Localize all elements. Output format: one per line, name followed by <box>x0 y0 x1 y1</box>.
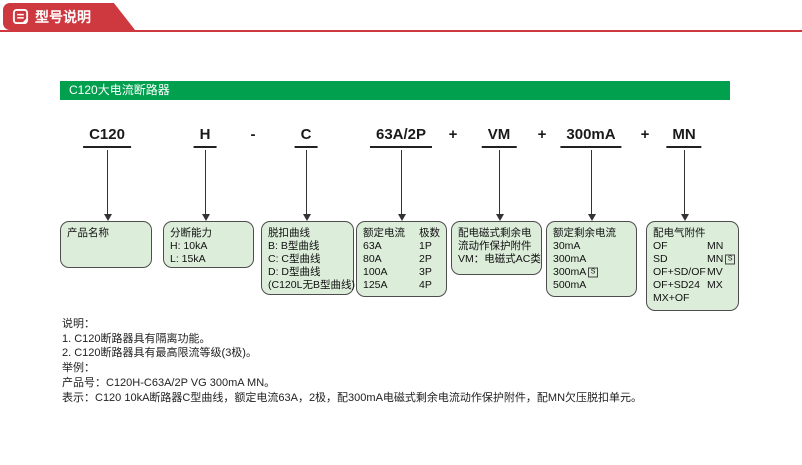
model-code-part-product: C120 <box>83 126 131 148</box>
down-arrow-breaking <box>201 150 210 221</box>
accessory-right: MX <box>707 279 723 292</box>
accessory-row: MX+OF <box>653 292 733 305</box>
section-header-tab: 型号说明 <box>3 3 135 30</box>
residual-value: 500mA <box>553 279 587 291</box>
accessory-right: MN <box>707 240 723 253</box>
accessory-row: OF MN <box>653 240 733 253</box>
legend-item: H: 10kA <box>170 240 208 252</box>
cell-poles: 4P <box>419 279 432 291</box>
cell-poles: 2P <box>419 253 432 265</box>
section-header-label: 型号说明 <box>35 8 91 25</box>
col-title-poles: 极数 <box>419 227 440 239</box>
legend-item: C: C型曲线 <box>268 253 321 265</box>
legend-item: 300mA <box>553 253 631 266</box>
legend-title-line: 流动作保护附件 <box>458 240 532 252</box>
model-code-plus-2: + <box>537 126 547 143</box>
note-item: 1. C120断路器具有隔离功能。 <box>62 332 211 345</box>
residual-value: 300mA <box>553 266 587 278</box>
example-product-number: 产品号：C120H-C63A/2P VG 300mA MN。 <box>62 376 276 389</box>
legend-item: D: D型曲线 <box>268 266 321 278</box>
model-code-part-breaking: H <box>193 126 217 148</box>
series-title-bar: C120大电流断路器 <box>60 81 730 100</box>
residual-value: 30mA <box>553 240 581 252</box>
legend-item: 500mA <box>553 279 631 292</box>
accessory-left: OF+SD24 <box>653 279 700 291</box>
down-arrow-curve <box>302 150 311 221</box>
cell-poles: 3P <box>419 266 432 278</box>
example-meaning: 表示：C120 10kA断路器C型曲线，额定电流63A，2极，配300mA电磁式… <box>62 391 643 404</box>
note-item: 2. C120断路器具有最高限流等级(3极)。 <box>62 347 257 360</box>
legend-item: VM：电磁式AC类 <box>458 253 541 265</box>
notes-label: 说明： <box>62 318 95 330</box>
example-label: 举例： <box>62 362 95 375</box>
document-icon <box>12 8 29 25</box>
model-code-part-current: 63A/2P <box>369 126 433 148</box>
series-title: C120大电流断路器 <box>69 83 170 97</box>
model-code-separator: - <box>250 126 256 143</box>
table-row: 100A 3P <box>363 266 441 279</box>
legend-title: 脱扣曲线 <box>268 227 310 239</box>
accessory-left: OF <box>653 240 668 252</box>
model-code-plus-1: + <box>448 126 458 143</box>
accessory-code: MV <box>707 266 723 278</box>
cell-poles: 1P <box>419 240 432 252</box>
legend-item: L: 15kA <box>170 253 206 265</box>
accessory-left: OF+SD/OF <box>653 266 706 278</box>
accessory-left: SD <box>653 253 668 265</box>
legend-item: 30mA <box>553 240 631 253</box>
down-arrow-vm <box>495 150 504 221</box>
accessory-row: OF+SD/OF MV <box>653 266 733 279</box>
cell-current: 125A <box>363 279 388 291</box>
selective-badge: S <box>725 254 736 264</box>
legend-box-rated-current: 额定电流 极数 63A 1P 80A 2P 100A 3P 125A 4P <box>356 221 447 297</box>
accessory-right: MV <box>707 266 723 279</box>
accessory-code: MN <box>707 253 724 265</box>
selective-badge: S <box>588 267 598 277</box>
notes-block: 说明： 1. C120断路器具有隔离功能。 2. C120断路器具有最高限流等级… <box>62 317 642 405</box>
cell-current: 80A <box>363 253 382 265</box>
model-code-part-curve: C <box>294 126 318 148</box>
down-arrow-residual <box>587 150 596 221</box>
accessory-row: OF+SD24 MX <box>653 279 733 292</box>
legend-title: 配电气附件 <box>653 227 706 239</box>
header-divider-line <box>0 30 802 32</box>
down-arrow-current <box>397 150 406 221</box>
model-code-part-vm: VM <box>481 126 517 148</box>
table-header-row: 额定电流 极数 <box>363 227 441 240</box>
table-row: 63A 1P <box>363 240 441 253</box>
cell-current: 63A <box>363 240 382 252</box>
table-row: 125A 4P <box>363 279 441 292</box>
accessory-left: MX+OF <box>653 292 690 304</box>
col-title-current: 额定电流 <box>363 227 405 239</box>
model-code-part-accessory: MN <box>666 126 702 148</box>
legend-box-residual-protection: 配电磁式剩余电 流动作保护附件 VM：电磁式AC类 <box>451 221 542 275</box>
down-arrow-accessory <box>680 150 689 221</box>
table-row: 80A 2P <box>363 253 441 266</box>
accessory-code: MN <box>707 240 724 252</box>
model-code-part-residual: 300mA <box>560 126 622 148</box>
legend-title: 分断能力 <box>170 227 212 239</box>
legend-item: B: B型曲线 <box>268 240 320 252</box>
residual-value: 300mA <box>553 253 587 265</box>
accessory-code: MX <box>707 279 723 291</box>
legend-box-product-name: 产品名称 <box>60 221 152 268</box>
down-arrow-product <box>103 150 112 221</box>
legend-title: 额定剩余电流 <box>553 227 616 239</box>
model-code-plus-3: + <box>640 126 650 143</box>
legend-title-line: 配电磁式剩余电 <box>458 227 532 239</box>
legend-title: 产品名称 <box>67 227 109 239</box>
legend-item: (C120L无B型曲线) <box>268 279 355 291</box>
cell-current: 100A <box>363 266 388 278</box>
legend-box-breaking-capacity: 分断能力 H: 10kA L: 15kA <box>163 221 254 268</box>
legend-box-trip-curve: 脱扣曲线 B: B型曲线 C: C型曲线 D: D型曲线 (C120L无B型曲线… <box>261 221 355 295</box>
